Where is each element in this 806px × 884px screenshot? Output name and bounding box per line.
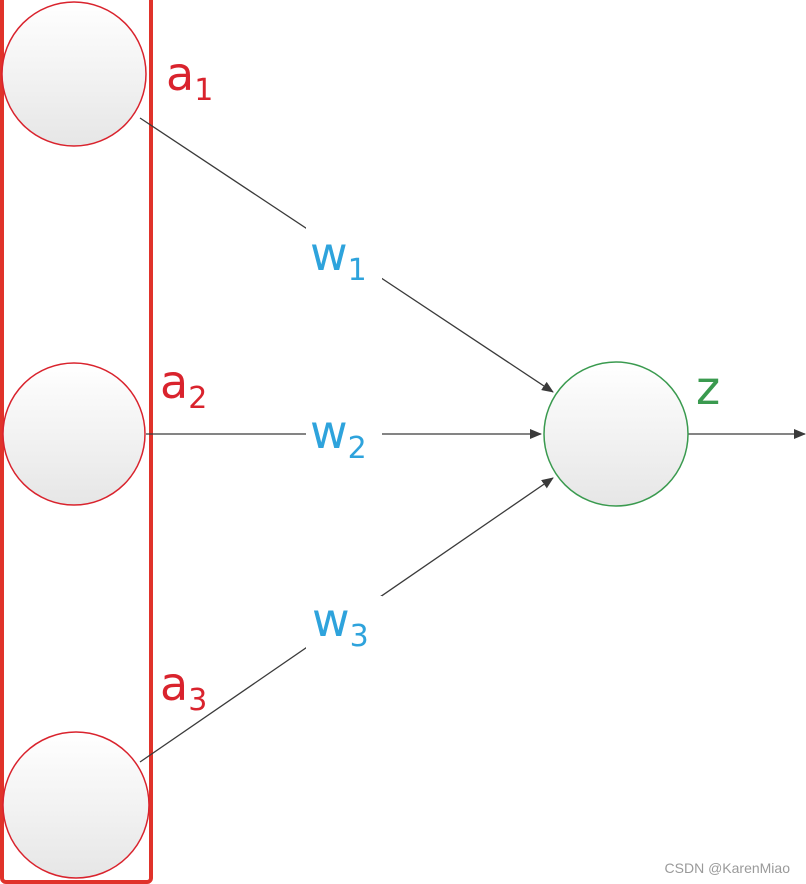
input-label-3: a3 [160,657,207,718]
w3-label-bg [306,596,382,654]
output-node [543,361,689,507]
input-label-1: a1 [166,47,213,108]
w1-label-bg [306,226,382,288]
output-label: z [696,361,720,415]
w2-label-bg [306,412,382,464]
input-layer-box [0,0,153,884]
input-node-3 [2,731,150,879]
input-node-1 [1,1,147,147]
watermark: CSDN @KarenMiao [665,860,791,876]
input-node-2 [2,362,146,506]
input-label-2: a2 [160,355,207,416]
weight-label-1: w1 [310,227,367,288]
weight-label-3: w3 [312,593,369,654]
weight-label-2: w2 [310,405,367,466]
